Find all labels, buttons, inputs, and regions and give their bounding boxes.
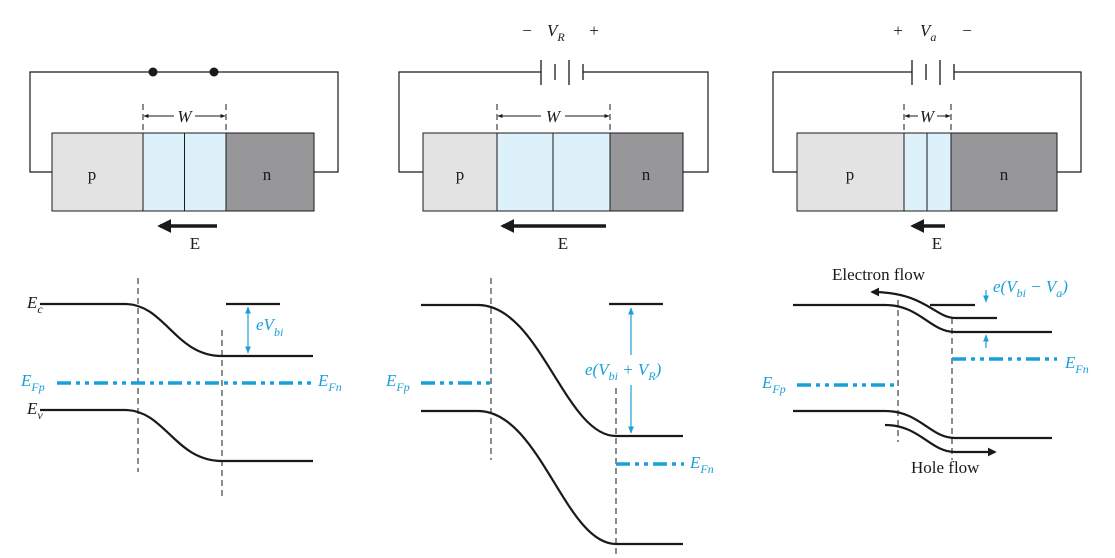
electron-flow-label: Electron flow (832, 265, 926, 284)
p-label: p (456, 165, 465, 184)
panel-reverse-bias: − VR + p n W E e(Vbi + VR) EFp EFn (385, 21, 714, 558)
fermi-p-label: EFp (385, 371, 410, 394)
circuit-wire (772, 71, 1082, 173)
electron-flow-arrow (870, 287, 997, 320)
battery-symbol (911, 60, 955, 85)
built-in-potential-label: eVbi (256, 315, 283, 339)
source-label: Va (920, 21, 936, 44)
panel-forward-bias: + Va − p n W E Electron flow Hole flow e… (761, 21, 1089, 477)
width-label: W (920, 107, 936, 126)
panel-zero-bias: p n W E Ec Ev EFp EFn eVbi (20, 67, 342, 500)
n-region (609, 132, 684, 212)
width-label: W (546, 107, 562, 126)
hole-flow-label: Hole flow (911, 458, 980, 477)
valence-band (421, 409, 683, 546)
fermi-p-label: EFp (761, 373, 786, 396)
conduction-band-label: Ec (26, 293, 43, 316)
p-label: p (88, 165, 97, 184)
field-label: E (558, 234, 568, 253)
valence-band-label: Ev (26, 399, 43, 422)
width-label: W (177, 107, 193, 126)
valence-band (793, 409, 1052, 440)
source-plus: + (893, 21, 903, 40)
valence-band (40, 408, 313, 463)
barrier-label: e(Vbi + VR) (585, 360, 662, 383)
conduction-band (421, 303, 683, 438)
source-minus: − (522, 21, 532, 40)
conduction-band (793, 303, 1052, 334)
conduction-band (40, 302, 313, 358)
fermi-p-label: EFp (20, 371, 45, 394)
field-label: E (932, 234, 942, 253)
n-region (950, 132, 1058, 212)
p-region (51, 132, 144, 212)
fermi-n-label: EFn (1064, 353, 1089, 376)
n-region (225, 132, 315, 212)
circuit-wire (398, 71, 709, 173)
open-terminal-left (148, 67, 158, 77)
n-label: n (1000, 165, 1009, 184)
open-terminal-right (209, 67, 219, 77)
n-label: n (263, 165, 272, 184)
n-label: n (642, 165, 651, 184)
barrier-label: e(Vbi − Va) (993, 277, 1068, 300)
circuit-wire (29, 71, 339, 173)
hole-flow-arrow (884, 423, 997, 457)
fermi-n-label: EFn (317, 371, 342, 394)
source-plus: + (589, 21, 599, 40)
battery-symbol (540, 60, 584, 85)
p-label: p (846, 165, 855, 184)
fermi-n-label: EFn (689, 453, 714, 476)
field-label: E (190, 234, 200, 253)
p-region (422, 132, 498, 212)
source-label: VR (547, 21, 565, 44)
source-minus: − (962, 21, 972, 40)
